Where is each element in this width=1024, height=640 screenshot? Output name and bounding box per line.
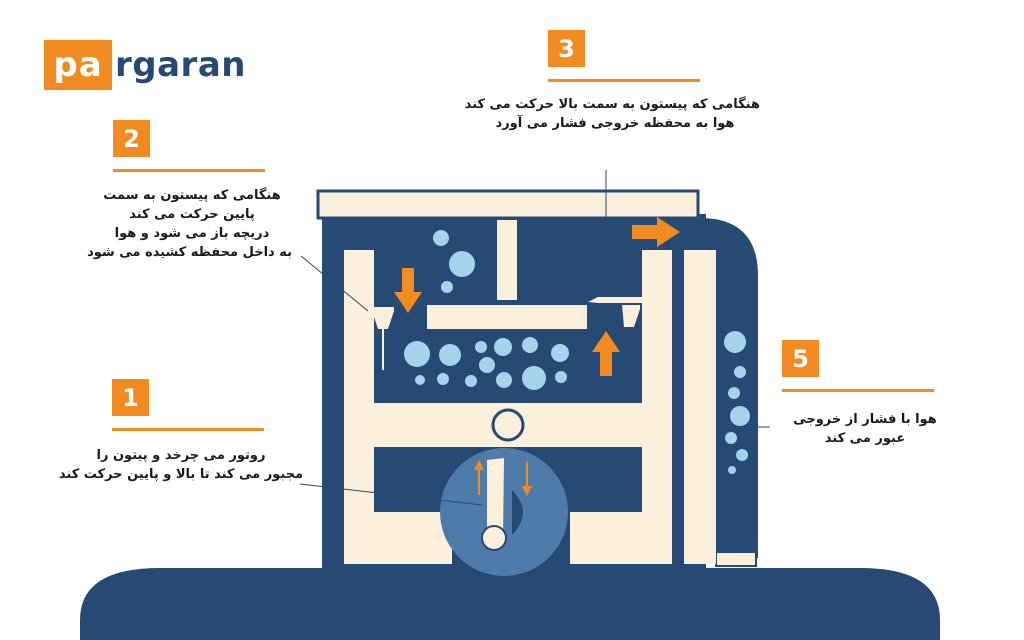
center-divider — [497, 220, 517, 300]
air-bubble — [551, 344, 569, 362]
air-bubble — [728, 387, 740, 399]
base-mound — [80, 568, 940, 640]
step-3-line: هوا به محفظه خروجی فشار می آورد — [495, 116, 735, 131]
air-bubble — [437, 373, 449, 385]
step-1-underline — [112, 428, 264, 431]
piston-up-arrow — [592, 331, 620, 376]
left-bottom-ledge — [344, 512, 452, 564]
discharge-pipe — [640, 218, 758, 558]
right-bottom-ledge — [570, 512, 672, 564]
step-2-line: دریچه باز می شود و هوا — [114, 226, 270, 241]
step-5-badge: 5 — [782, 340, 819, 377]
piston-pin — [491, 408, 525, 442]
step-1-label: روتور می چرخد و پیتون را مجبور می کند تا… — [56, 446, 306, 484]
rod-down-arrow — [522, 462, 532, 496]
air-bubble — [404, 341, 430, 367]
step-1-line: روتور می چرخد و پیتون را — [96, 448, 266, 463]
pargaran-logo: pa rgaran — [44, 40, 246, 90]
connecting-rod — [487, 458, 504, 538]
rotor-crank-cam — [512, 490, 523, 535]
crank-pin — [481, 525, 507, 551]
step-1-badge: 1 — [112, 379, 149, 416]
outlet-valve-flap — [588, 297, 642, 303]
valve-plate — [427, 305, 587, 329]
rotor — [440, 448, 568, 576]
step-5-label: هوا با فشار از خروجی عبور می کند — [780, 410, 950, 448]
air-bubble — [433, 230, 449, 246]
air-bubble — [465, 375, 477, 387]
step-2-line: هنگامی که پیستون به سمت — [103, 188, 281, 203]
air-bubble — [415, 375, 425, 385]
air-bubble — [439, 344, 461, 366]
air-bubble — [441, 281, 453, 293]
callout-line-2 — [300, 255, 369, 312]
intake-down-arrow — [394, 268, 422, 313]
air-bubble — [522, 337, 538, 353]
step-5-line: عبور می کند — [824, 431, 906, 446]
air-bubble — [724, 331, 746, 353]
rod-up-arrow — [474, 460, 484, 495]
step-3-line: هنگامی که پیستون به سمت بالا حرکت می کند — [464, 97, 760, 112]
outlet-valve — [622, 305, 640, 327]
air-bubble — [555, 371, 567, 383]
air-bubble — [496, 372, 512, 388]
discharge-pipe-outlet — [715, 551, 757, 567]
air-bubble — [728, 466, 736, 474]
air-bubble — [479, 357, 495, 373]
logo-text: rgaran — [115, 45, 246, 85]
top-lid — [316, 189, 700, 220]
step-1-line: مجبور می کند تا بالا و پایین حرکت کند — [58, 467, 304, 482]
air-bubble — [494, 338, 512, 356]
step-3-underline — [548, 79, 700, 82]
step-5-line: هوا با فشار از خروجی — [793, 412, 937, 427]
step-2-badge: 2 — [113, 120, 150, 157]
outer-right-wall — [684, 250, 716, 564]
step-3-badge: 3 — [548, 30, 585, 67]
air-bubble — [730, 406, 750, 426]
left-inner-wall — [344, 250, 374, 564]
step-2-underline — [113, 169, 265, 172]
step-2-line: به داخل محفظه کشیده می شود — [87, 245, 292, 260]
logo-prefix: pa — [44, 40, 112, 90]
air-bubble — [449, 251, 475, 277]
step-2-label: هنگامی که پیستون به سمت پایین حرکت می کن… — [87, 186, 292, 262]
step-2-line: پایین حرکت می کند — [129, 207, 255, 222]
air-bubble — [475, 341, 487, 353]
air-bubbles — [404, 230, 750, 474]
outlet-right-arrow — [632, 217, 680, 247]
air-bubble — [734, 366, 746, 378]
air-bubble — [736, 449, 748, 461]
air-bubble — [522, 366, 546, 390]
right-inner-wall — [642, 250, 672, 564]
step-3-label: هنگامی که پیستون به سمت بالا حرکت می کند… — [464, 95, 760, 133]
step-5-underline — [782, 389, 934, 392]
intake-valve — [372, 307, 394, 329]
callout-line-1 — [299, 483, 483, 506]
air-bubble — [725, 432, 737, 444]
